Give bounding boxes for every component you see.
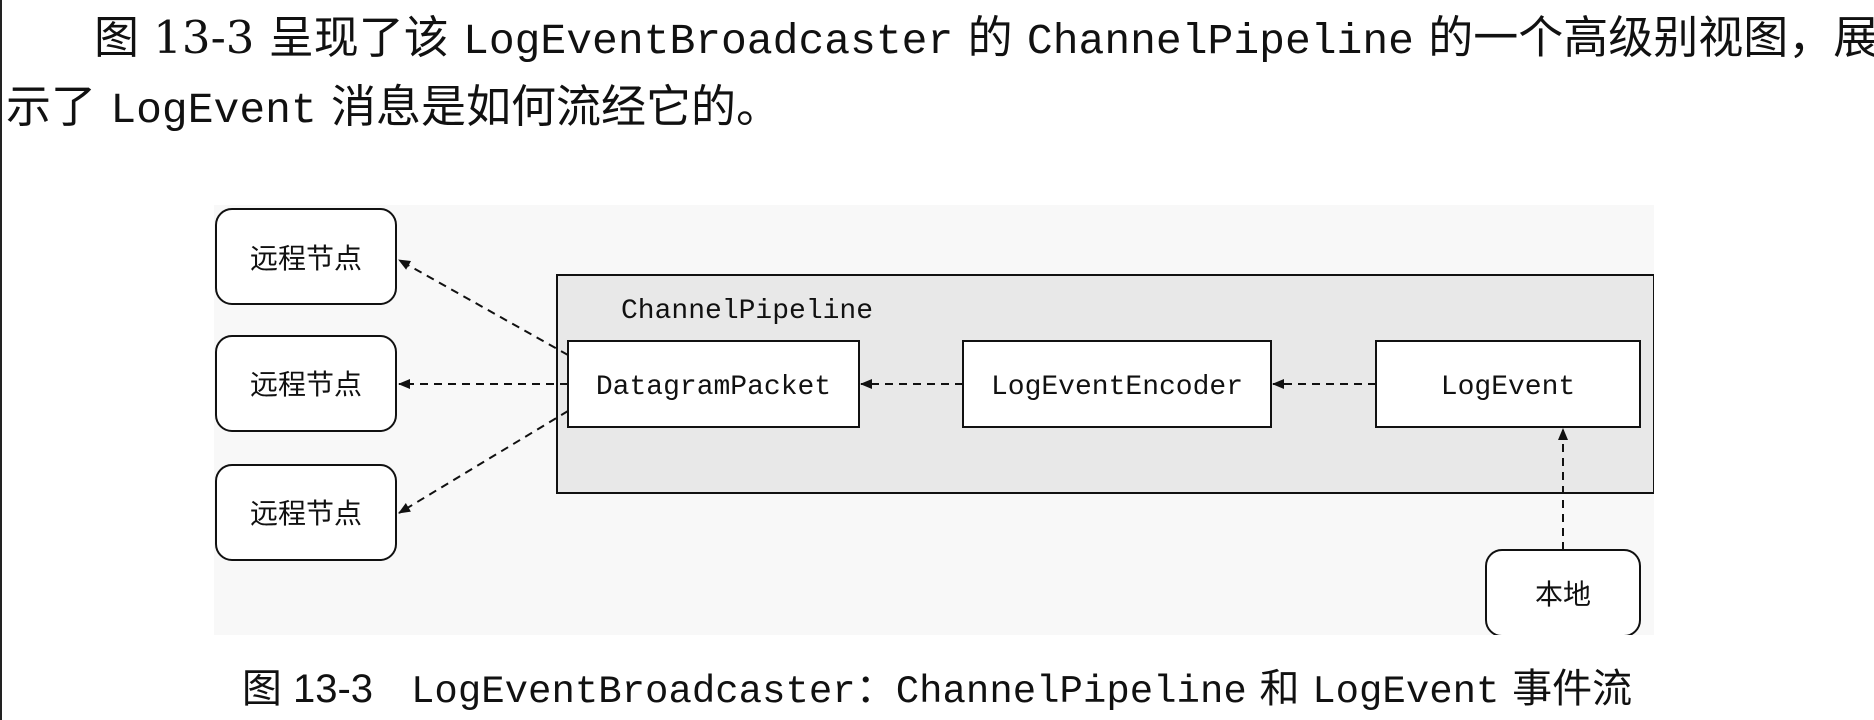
remote-node-1 bbox=[215, 208, 397, 305]
paragraph-text: 的一个高级别视图，展 bbox=[1413, 11, 1874, 64]
paragraph-text: 消息是如何流经它的。 bbox=[316, 80, 782, 133]
paragraph-line-2: 示了 LogEvent 消息是如何流经它的。 bbox=[0, 72, 1874, 146]
pipeline-diagram: ChannelPipeline DatagramPacket LogEventE… bbox=[215, 208, 1654, 635]
caption-code-pipeline: ChannelPipeline bbox=[895, 670, 1247, 714]
log-event-box bbox=[1375, 340, 1641, 428]
remote-node-3-label: 远程节点 bbox=[250, 497, 362, 530]
paragraph-text: 示了 bbox=[6, 80, 111, 133]
datagram-packet-box bbox=[567, 340, 860, 428]
figure-caption: 图 13-3 LogEventBroadcaster：ChannelPipelin… bbox=[0, 661, 1874, 720]
arrow-datagram-to-remote-1 bbox=[398, 259, 569, 356]
code-log-event-broadcaster: LogEventBroadcaster bbox=[463, 17, 954, 66]
log-event-label: LogEvent bbox=[1441, 372, 1575, 403]
page-left-rule bbox=[0, 0, 2, 720]
log-event-encoder-box bbox=[962, 340, 1272, 428]
caption-text: 和 bbox=[1246, 666, 1313, 712]
remote-node-2-label: 远程节点 bbox=[250, 368, 362, 401]
datagram-packet-label: DatagramPacket bbox=[596, 372, 831, 403]
log-event-encoder-label: LogEventEncoder bbox=[991, 372, 1243, 403]
caption-code-log-event: LogEvent bbox=[1312, 670, 1500, 714]
paragraph-line-1: 图 13-3 呈现了该 LogEventBroadcaster 的 Channe… bbox=[0, 3, 1874, 77]
remote-node-1-label: 远程节点 bbox=[250, 242, 362, 275]
local-node-label: 本地 bbox=[1535, 578, 1591, 611]
remote-node-2 bbox=[215, 335, 397, 432]
remote-node-3 bbox=[215, 464, 397, 561]
code-channel-pipeline: ChannelPipeline bbox=[1026, 17, 1414, 66]
code-log-event: LogEvent bbox=[110, 86, 317, 135]
caption-text: 事件流 bbox=[1499, 666, 1633, 712]
paragraph-text: 图 13-3 呈现了该 bbox=[94, 11, 464, 64]
figure-13-3: ChannelPipeline DatagramPacket LogEventE… bbox=[214, 205, 1654, 635]
caption-figure-number: 图 13-3 bbox=[241, 667, 374, 711]
caption-code-broadcaster: LogEventBroadcaster bbox=[411, 670, 856, 714]
caption-separator: ： bbox=[855, 666, 896, 712]
arrow-datagram-to-remote-3 bbox=[398, 410, 569, 514]
paragraph-text: 的 bbox=[953, 11, 1027, 64]
channel-pipeline-label: ChannelPipeline bbox=[621, 296, 873, 327]
